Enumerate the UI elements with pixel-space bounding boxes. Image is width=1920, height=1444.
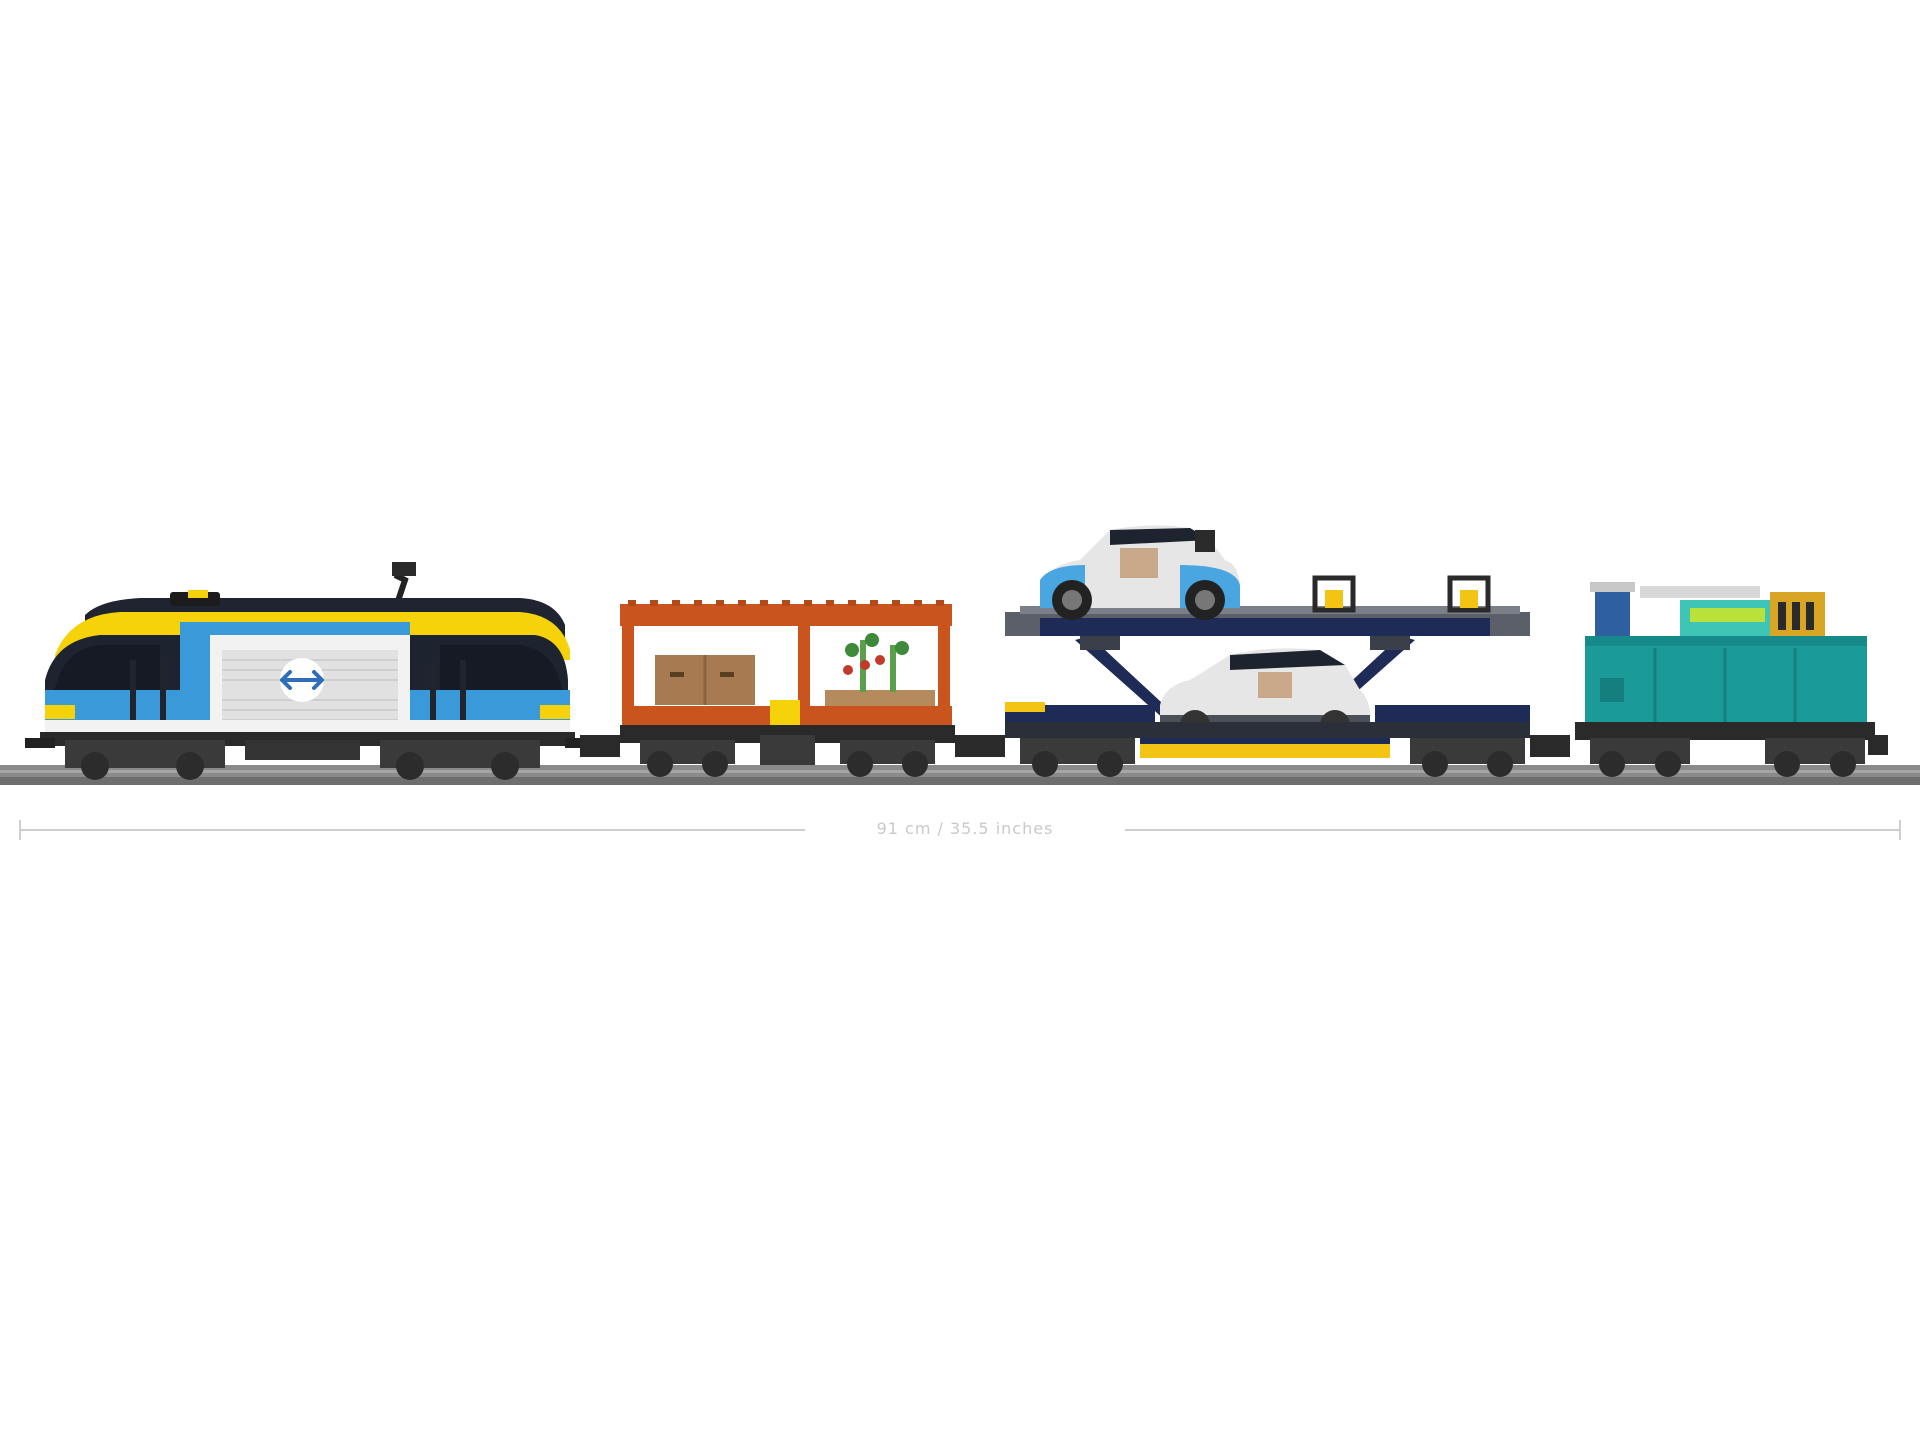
plants-cargo xyxy=(825,633,935,708)
length-measurement-label: 91 cm / 35.5 inches xyxy=(805,819,1125,838)
blue-toy-car xyxy=(1040,525,1240,620)
car-carrier-bogies xyxy=(1020,738,1525,777)
coupler xyxy=(955,735,1005,757)
coupler xyxy=(580,735,620,757)
cargo-wagon xyxy=(620,600,955,777)
locomotive xyxy=(25,562,595,780)
container-wagon xyxy=(1575,582,1888,777)
locomotive-bogie-front xyxy=(65,740,225,780)
railway-logo-icon xyxy=(280,658,324,702)
roof-studs xyxy=(628,600,944,606)
car-carrier-wagon xyxy=(1005,525,1530,777)
container-wagon-bogies xyxy=(1590,738,1865,777)
cargo-crates xyxy=(655,655,755,705)
railway-track xyxy=(0,765,1920,785)
locomotive-bogie-rear xyxy=(380,740,540,780)
measurement-line xyxy=(19,820,1901,840)
upper-deck-clamps xyxy=(1312,575,1491,613)
cargo-wagon-bogies xyxy=(640,740,935,777)
coupler xyxy=(1530,735,1570,757)
